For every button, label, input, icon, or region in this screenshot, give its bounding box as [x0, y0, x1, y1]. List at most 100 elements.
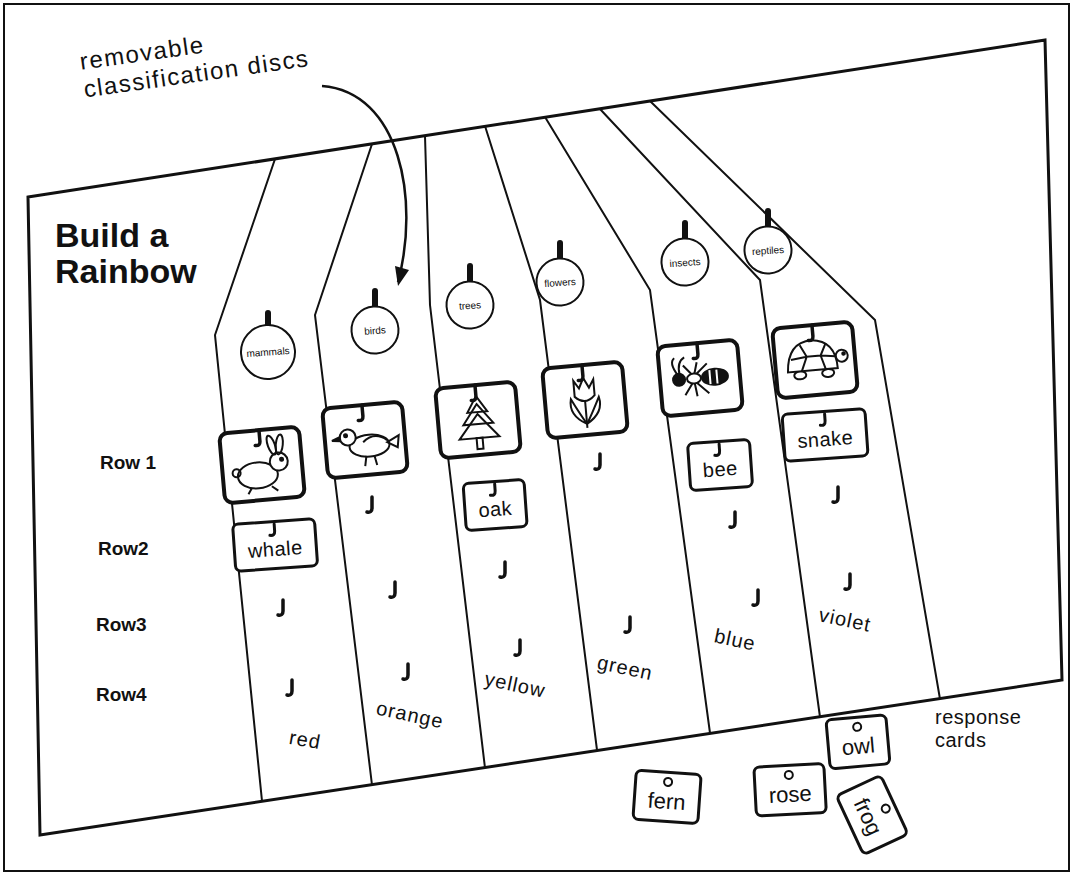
tree-card [435, 382, 521, 459]
row-label: Row3 [96, 614, 147, 636]
card-text: fern [647, 788, 687, 816]
hook [390, 582, 395, 597]
disc-circle [350, 305, 400, 355]
ant-card-part [672, 357, 686, 375]
tree-card-part [435, 382, 521, 459]
callout-label: response cards [935, 706, 1045, 752]
card-text: frog [848, 794, 887, 839]
card-hook-line [270, 524, 276, 535]
rabbit-card [219, 427, 305, 504]
tulip-card [542, 362, 628, 439]
card-hook [711, 442, 726, 459]
rainbow-strips [215, 101, 940, 801]
card-text: reptiles [752, 243, 785, 256]
classification-disc: birds [348, 303, 401, 356]
tulip-card-part [573, 377, 595, 402]
card-hook-line [715, 444, 721, 455]
response-card: owl [824, 713, 891, 771]
turtle-card-part [807, 325, 813, 341]
word-card: whale [231, 517, 319, 573]
turtle-card-part [785, 338, 837, 372]
color-name: blue [712, 624, 758, 655]
card-text: owl [841, 732, 876, 760]
bird-card-part [339, 429, 356, 446]
hook [595, 454, 600, 469]
leader-arrow [322, 86, 406, 282]
row-label: Row 1 [100, 452, 156, 474]
ant-card-part [692, 343, 698, 359]
ant-card-part [701, 368, 728, 386]
hook [500, 562, 505, 577]
response-card: rose [752, 762, 827, 818]
card-text: whale [247, 536, 303, 563]
hook [367, 497, 372, 512]
card-hole-ring [785, 771, 793, 779]
rabbit-card-part [219, 427, 305, 504]
bird-card-part [344, 434, 347, 437]
card-text: bee [702, 457, 738, 482]
classification-disc: insects [658, 235, 711, 288]
bird-card-part [322, 402, 408, 479]
strip-line [650, 101, 940, 699]
outer-frame [4, 4, 1069, 871]
board [28, 40, 1062, 835]
classification-disc: trees [443, 278, 496, 331]
tree-card-part [470, 385, 476, 401]
word-card: oak [461, 478, 528, 532]
card-hook [816, 412, 831, 429]
disc-circle [239, 323, 297, 381]
bird-card-part [357, 405, 363, 421]
color-name: green [595, 651, 655, 685]
tree-card-part [477, 438, 484, 449]
card-hole-ring [880, 803, 891, 814]
card-text: snake [797, 426, 854, 453]
disc-circle [743, 225, 793, 275]
response-card: fern [631, 769, 702, 826]
empty-hooks [278, 454, 850, 695]
ant-card [657, 340, 743, 417]
color-name: violet [817, 603, 873, 636]
card-text: flowers [544, 275, 576, 288]
disc-circle [660, 237, 710, 287]
rabbit-card-part [232, 469, 241, 478]
tulip-card-part [577, 365, 583, 381]
hook [753, 590, 758, 605]
bird-card [322, 402, 408, 479]
card-hook [486, 482, 501, 499]
rabbit-card-part [248, 486, 278, 495]
color-name: yellow [482, 667, 547, 702]
ant-card-part [673, 373, 686, 386]
card-text: rose [768, 781, 812, 809]
turtle-card-part [790, 342, 837, 372]
hook [278, 600, 283, 615]
row-label: Row4 [96, 684, 147, 706]
turtle-card-part [772, 322, 858, 399]
turtle-card-part [842, 352, 845, 355]
bird-card-part [332, 437, 340, 442]
bird-card-part [387, 435, 400, 448]
disc-circle [535, 257, 585, 307]
turtle-card [772, 322, 858, 399]
hook [845, 574, 850, 589]
bird-card-part [364, 455, 377, 466]
card-hook [266, 522, 281, 539]
hook [515, 640, 520, 655]
classification-disc: reptiles [741, 223, 794, 276]
row-label: Row2 [98, 538, 149, 560]
classification-disc: flowers [533, 255, 586, 308]
arrow-head [395, 266, 409, 286]
hook [730, 512, 735, 527]
ant-card-part [687, 373, 702, 384]
card-text: birds [364, 324, 386, 336]
hook [625, 617, 630, 632]
card-hole-ring [852, 723, 861, 732]
callout-label: removable classification discs [78, 9, 363, 103]
classification-disc: mammals [238, 322, 299, 383]
card-text: trees [459, 299, 482, 312]
card-hook-line [820, 414, 826, 425]
color-name: orange [374, 697, 446, 734]
card-text: insects [669, 255, 701, 268]
response-card: frog [834, 773, 910, 857]
